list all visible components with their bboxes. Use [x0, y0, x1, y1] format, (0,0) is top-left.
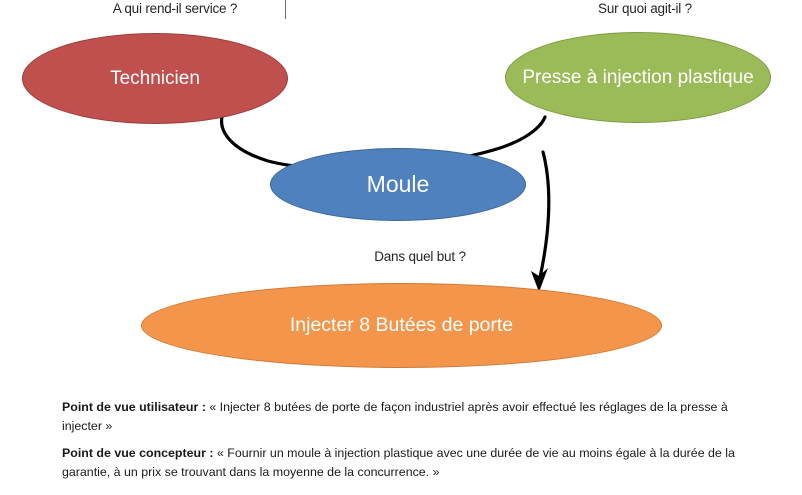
- node-injecter-8-butees-de-porte[interactable]: Injecter 8 Butées de porte: [141, 283, 662, 368]
- viewpoint-concepteur-body: « Fournir un moule à injection plastique…: [62, 446, 735, 480]
- viewpoint-utilisateur-title: Point de vue utilisateur :: [62, 400, 206, 414]
- node-injecter-label: Injecter 8 Butées de porte: [289, 313, 514, 336]
- viewpoint-concepteur: Point de vue concepteur : « Fournir un m…: [62, 444, 762, 482]
- viewpoint-utilisateur: Point de vue utilisateur : « Injecter 8 …: [62, 398, 762, 436]
- node-presse-a-injection-plastique[interactable]: Presse à injection plastique: [505, 32, 771, 123]
- viewpoint-concepteur-title: Point de vue concepteur :: [62, 446, 214, 460]
- node-moule-label: Moule: [366, 171, 430, 198]
- node-presse-label: Presse à injection plastique: [522, 66, 754, 88]
- question-label-object: Sur quoi agit-il ?: [598, 1, 692, 16]
- node-technicien[interactable]: Technicien: [22, 33, 288, 124]
- question-label-user: A qui rend-il service ?: [112, 1, 238, 16]
- node-moule[interactable]: Moule: [270, 148, 526, 221]
- text-caret: [285, 0, 286, 19]
- node-technicien-label: Technicien: [110, 67, 200, 89]
- question-label-purpose: Dans quel but ?: [374, 249, 466, 264]
- viewpoint-utilisateur-body: « Injecter 8 butées de porte de façon in…: [62, 400, 728, 434]
